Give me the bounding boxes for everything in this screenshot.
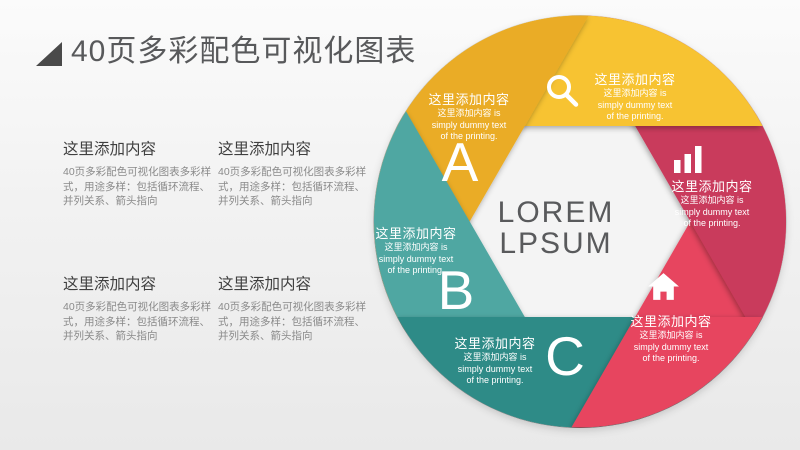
bar-chart-icon — [674, 146, 702, 173]
segment-b-label: 这里添加内容 这里添加内容 is simply dummy text of th… — [351, 226, 481, 277]
segment-home-label: 这里添加内容 这里添加内容 is simply dummy text of th… — [601, 314, 741, 365]
segment-body-line: simply dummy text — [431, 119, 507, 130]
segment-body-line: simply dummy text — [674, 206, 750, 217]
segment-heading: 这里添加内容 — [454, 336, 536, 351]
segment-chart-label: 这里添加内容 这里添加内容 is simply dummy text of th… — [642, 179, 782, 230]
segment-heading: 这里添加内容 — [671, 179, 753, 194]
segment-body-line: simply dummy text — [633, 341, 709, 352]
segment-c-letter: C — [545, 325, 585, 387]
segment-body-line: 这里添加内容 is — [603, 88, 667, 98]
info-body: 40页多彩配色可视化图表多彩样式，用途多样：包括循环流程、并列关系、箭头指向 — [218, 301, 367, 342]
segment-a-label: 这里添加内容 这里添加内容 is simply dummy text of th… — [399, 92, 539, 143]
segment-heading: 这里添加内容 — [630, 314, 712, 329]
segment-heading: 这里添加内容 — [375, 226, 457, 241]
info-heading: 这里添加内容 — [63, 276, 157, 293]
info-heading: 这里添加内容 — [218, 141, 312, 158]
info-block-4: 这里添加内容 40页多彩配色可视化图表多彩样式，用途多样：包括循环流程、并列关系… — [218, 272, 368, 344]
segment-body-line: simply dummy text — [378, 253, 454, 264]
center-line-1: LOREM — [497, 196, 615, 229]
info-body: 40页多彩配色可视化图表多彩样式，用途多样：包括循环流程、并列关系、箭头指向 — [63, 301, 212, 342]
diagram-center-label: LOREM LPSUM — [476, 197, 636, 259]
info-heading: 这里添加内容 — [63, 141, 157, 158]
segment-body-line: simply dummy text — [597, 99, 673, 110]
info-heading: 这里添加内容 — [218, 276, 312, 293]
segment-body-line: of the printing. — [642, 353, 700, 363]
segment-heading: 这里添加内容 — [594, 72, 676, 87]
page-title: 40页多彩配色可视化图表 — [71, 35, 417, 68]
segment-body-line: of the printing. — [606, 111, 664, 121]
segment-body-line: 这里添加内容 is — [680, 195, 744, 205]
segment-body-line: of the printing. — [440, 131, 498, 141]
segment-body-line: of the printing. — [466, 375, 524, 385]
segment-body-line: of the printing. — [683, 218, 741, 228]
segment-body-line: 这里添加内容 is — [463, 352, 527, 362]
pinwheel-diagram — [373, 15, 787, 428]
segment-body-line: of the printing. — [387, 265, 445, 275]
segment-search-label: 这里添加内容 这里添加内容 is simply dummy text of th… — [574, 72, 696, 123]
info-block-3: 这里添加内容 40页多彩配色可视化图表多彩样式，用途多样：包括循环流程、并列关系… — [63, 272, 213, 344]
info-body: 40页多彩配色可视化图表多彩样式，用途多样：包括循环流程、并列关系、箭头指向 — [63, 166, 212, 207]
triangle-icon — [36, 42, 62, 66]
info-block-2: 这里添加内容 40页多彩配色可视化图表多彩样式，用途多样：包括循环流程、并列关系… — [218, 137, 368, 209]
info-body: 40页多彩配色可视化图表多彩样式，用途多样：包括循环流程、并列关系、箭头指向 — [218, 166, 367, 207]
center-line-2: LPSUM — [499, 227, 613, 260]
segment-heading: 这里添加内容 — [428, 92, 510, 107]
slide-header: 40页多彩配色可视化图表 — [36, 26, 416, 70]
segment-body-line: 这里添加内容 is — [639, 330, 703, 340]
segment-home-overlap-shape — [571, 317, 786, 428]
segment-body-line: simply dummy text — [457, 363, 533, 374]
segment-c-label: 这里添加内容 这里添加内容 is simply dummy text of th… — [430, 336, 560, 387]
segment-body-line: 这里添加内容 is — [437, 108, 501, 118]
magnifier-icon — [547, 75, 579, 107]
segment-a-letter: A — [441, 131, 479, 193]
segment-b-letter: B — [437, 259, 475, 321]
home-icon — [648, 273, 679, 300]
segment-body-line: 这里添加内容 is — [384, 242, 448, 252]
info-block-1: 这里添加内容 40页多彩配色可视化图表多彩样式，用途多样：包括循环流程、并列关系… — [63, 137, 213, 209]
